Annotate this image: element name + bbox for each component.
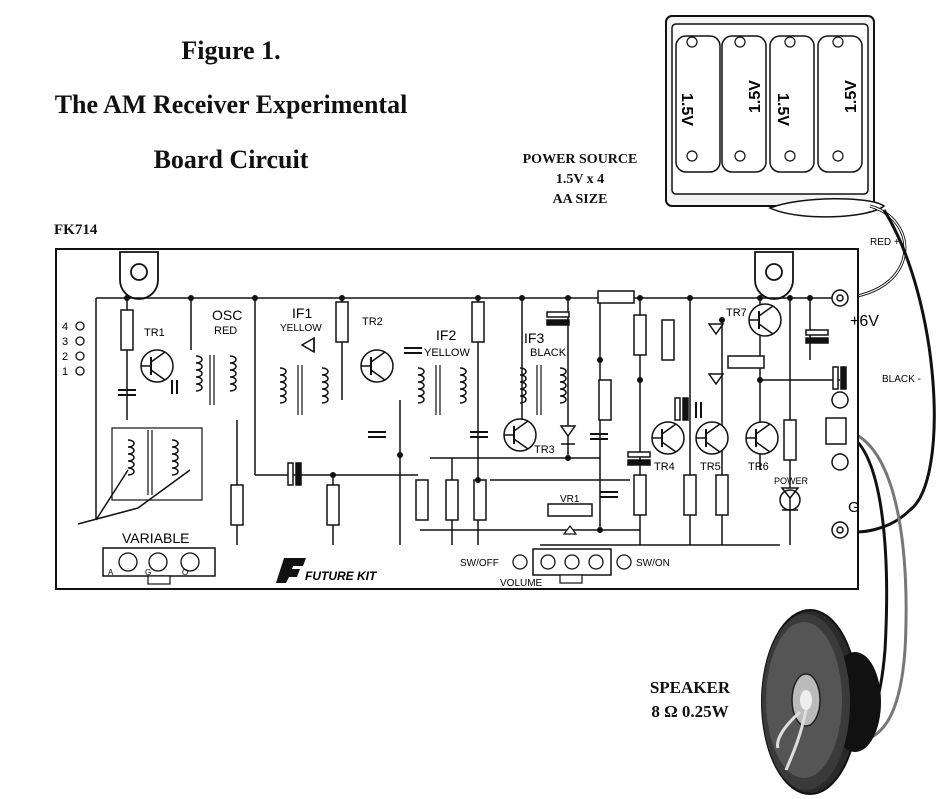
transistor-tr3	[503, 418, 537, 452]
battery-caption: POWER SOURCE	[522, 152, 638, 167]
if1-color-label: YELLOW	[280, 323, 322, 334]
switch-on-label: SW/ON	[636, 558, 670, 569]
power-led-label: POWER	[774, 476, 809, 486]
if2-coil	[417, 365, 467, 415]
terminal-label: 2	[62, 351, 68, 363]
terminal-label: 1	[62, 366, 68, 378]
transistor-tr7	[748, 303, 782, 337]
black-wire-label: BLACK -	[882, 374, 921, 385]
brand-label: FUTURE KIT	[305, 569, 378, 583]
figure-number: Figure 1.	[181, 36, 281, 65]
switch-off-label: SW/OFF	[460, 558, 499, 569]
if3-color-label: BLACK	[530, 347, 567, 359]
if3-coil	[519, 365, 567, 415]
vr1-resistor	[547, 503, 593, 517]
battery-caption: 1.5V x 4	[555, 172, 605, 187]
if1-label: IF1	[292, 305, 312, 321]
battery-pack: 1.5V 1.5V 1.5V 1.5V	[665, 15, 886, 218]
osc-color-label: RED	[214, 325, 237, 337]
tr7-label: TR7	[726, 307, 747, 319]
tr4-label: TR4	[654, 461, 675, 473]
supply-voltage-label: +6V	[850, 313, 879, 330]
speaker-caption: SPEAKER	[649, 678, 731, 697]
if2-color-label: YELLOW	[424, 347, 470, 359]
variable-label: VARIABLE	[122, 530, 189, 546]
board-model: FK714	[54, 222, 98, 238]
antenna-coil	[77, 427, 203, 525]
tr1-label: TR1	[144, 327, 165, 339]
figure-title-line: The AM Receiver Experimental	[54, 90, 408, 119]
terminal-label: 3	[62, 336, 68, 348]
speaker-spec: 8 Ω 0.25W	[651, 702, 729, 721]
tr5-label: TR5	[700, 461, 721, 473]
if1-coil	[279, 365, 329, 415]
cell-voltage-label: 1.5V	[774, 93, 791, 126]
red-wire-label: RED +	[870, 237, 900, 248]
osc-coil	[195, 355, 237, 405]
if3-label: IF3	[524, 330, 544, 346]
battery-caption: AA SIZE	[552, 192, 608, 207]
if2-label: IF2	[436, 327, 456, 343]
future-kit-logo	[276, 558, 306, 583]
transistor-tr1	[140, 349, 174, 383]
pcb-board	[55, 248, 859, 590]
transistor-tr6	[745, 421, 779, 455]
transistor-tr5	[695, 421, 729, 455]
transistor-tr4	[651, 421, 685, 455]
tr6-label: TR6	[748, 461, 769, 473]
ground-label: G	[848, 499, 860, 516]
vr1-label: VR1	[560, 494, 580, 505]
variable-pin-label: G	[145, 568, 151, 577]
transistor-tr2	[360, 349, 394, 383]
variable-pin-label: A	[108, 568, 114, 577]
figure-title-line: Board Circuit	[153, 145, 309, 174]
cell-voltage-label: 1.5V	[747, 80, 764, 113]
terminal-label: 4	[62, 321, 68, 333]
tr2-label: TR2	[362, 316, 383, 328]
volume-label: VOLUME	[500, 578, 543, 589]
variable-pin-label: O	[182, 568, 188, 577]
cell-voltage-label: 1.5V	[843, 80, 860, 113]
speaker	[761, 609, 881, 795]
tr3-label: TR3	[534, 444, 555, 456]
osc-label: OSC	[212, 307, 242, 323]
cell-voltage-label: 1.5V	[678, 93, 695, 126]
